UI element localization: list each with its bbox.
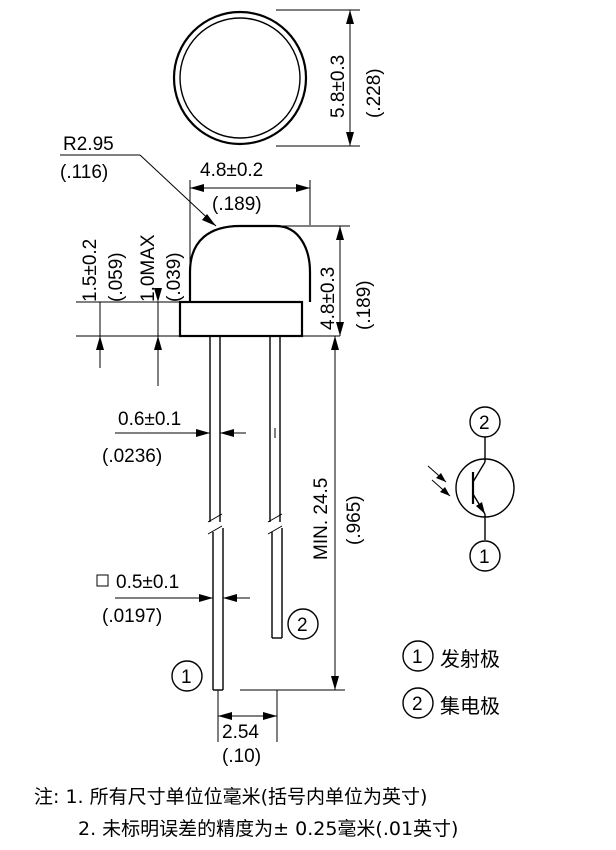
pin-2-marker: 2 <box>287 608 319 640</box>
flange-max-dimension: 1.0MAX (.039) <box>138 234 185 386</box>
body-height-mm-label: 4.8±0.3 <box>318 267 339 330</box>
body-height-in-label: (.189) <box>354 280 375 330</box>
radius-callout: R2.95 (.116) <box>60 134 217 227</box>
lead-square-dimension: 0.5±0.1 (.0197) <box>96 572 250 627</box>
lead-square-mm-label: 0.5±0.1 <box>116 572 179 593</box>
lead-square-in-label: (.0197) <box>102 606 162 627</box>
body-width-in-label: (.189) <box>212 194 262 215</box>
flange-height-in-label: (.059) <box>106 252 127 302</box>
note-line-1: 注: 1. 所有尺寸单位位毫米(括号内单位为英寸) <box>34 786 427 808</box>
square-symbol-icon <box>96 574 109 587</box>
top-view <box>172 10 308 146</box>
light-arrows-icon <box>427 465 451 497</box>
symbol-pin-2-label: 2 <box>479 413 490 434</box>
pin-legend: 1 发射极 2 集电极 <box>402 640 500 719</box>
symbol-pin-1-label: 1 <box>479 547 490 568</box>
top-view-inner-circle <box>179 17 301 139</box>
lead-emitter <box>207 336 224 691</box>
lead-length-in-label: (.965) <box>344 495 365 545</box>
led-side-view <box>178 224 312 338</box>
pitch-dimension: 2.54 (.10) <box>217 690 278 767</box>
body-width-mm-label: 4.8±0.2 <box>200 160 263 181</box>
svg-text:1: 1 <box>412 647 423 668</box>
radius-mm-label: R2.95 <box>63 134 114 155</box>
lead-collector <box>267 336 283 639</box>
flange-max-mm-label: 1.0MAX <box>138 234 159 302</box>
notes: 注: 1. 所有尺寸单位位毫米(括号内单位为英寸) 2. 未标明误差的精度为± … <box>34 786 458 840</box>
transistor-envelope <box>455 458 515 518</box>
pin-2-label: 2 <box>297 615 308 636</box>
lead-width-in-label: (.0236) <box>102 446 162 467</box>
flange-max-in-label: (.039) <box>164 252 185 302</box>
lead-width-mm-label: 0.6±0.1 <box>118 409 181 430</box>
diameter-mm-label: 5.8±0.3 <box>328 55 349 118</box>
note-line-2: 2. 未标明误差的精度为± 0.25毫米(.01英寸) <box>78 818 458 840</box>
body-width-dimension: 4.8±0.2 (.189) <box>189 160 311 290</box>
pitch-in-label: (.10) <box>222 746 261 767</box>
top-view-outer-circle <box>172 10 308 146</box>
body-height-dimension: 4.8±0.3 (.189) <box>278 225 375 336</box>
legend-collector-label: 集电极 <box>440 694 500 718</box>
flange-height-dimension: 1.5±0.2 (.059) <box>80 239 127 368</box>
led-flange <box>178 300 304 338</box>
led-dome <box>188 224 312 302</box>
legend-item-collector: 2 集电极 <box>402 687 500 719</box>
pin-1-marker: 1 <box>171 660 203 692</box>
radius-in-label: (.116) <box>60 162 108 183</box>
diameter-dimension: 5.8±0.3 (.228) <box>276 9 385 147</box>
legend-item-emitter: 1 发射极 <box>402 640 500 672</box>
pitch-mm-label: 2.54 <box>222 722 259 743</box>
svg-text:2: 2 <box>412 694 423 715</box>
legend-emitter-label: 发射极 <box>440 647 500 671</box>
lead-length-dimension: MIN. 24.5 (.965) <box>240 336 365 691</box>
phototransistor-symbol: 2 1 <box>427 406 515 572</box>
pin-1-label: 1 <box>181 667 192 688</box>
lead-width-dimension: 0.6±0.1 (.0236) <box>102 409 276 467</box>
lead-length-mm-label: MIN. 24.5 <box>311 478 332 560</box>
diameter-in-label: (.228) <box>364 68 385 118</box>
flange-height-mm-label: 1.5±0.2 <box>80 239 101 302</box>
